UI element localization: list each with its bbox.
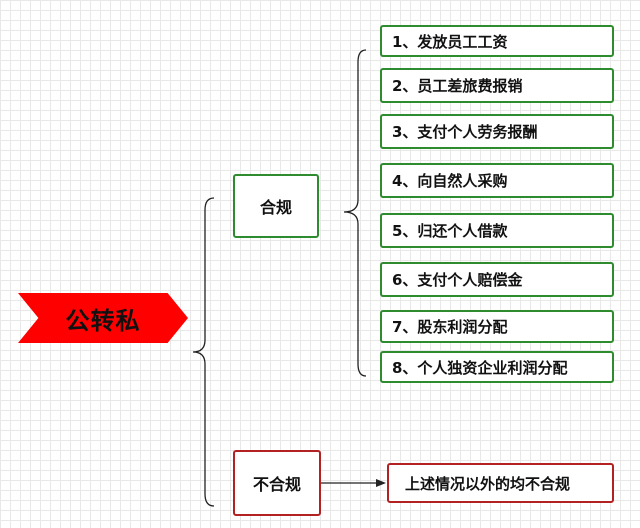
compliant-item-7: 7、股东利润分配 [380, 310, 614, 343]
compliant-brace [343, 49, 367, 377]
noncompliant-arrow-head [376, 479, 386, 487]
noncompliant-item: 上述情况以外的均不合规 [387, 463, 614, 503]
compliant-item-6: 6、支付个人赔偿金 [380, 262, 614, 297]
root-brace [192, 197, 215, 507]
compliant-item-3: 3、支付个人劳务报酬 [380, 114, 614, 149]
noncompliant-node: 不合规 [233, 450, 321, 516]
compliant-item-5: 5、归还个人借款 [380, 213, 614, 248]
compliant-item-8: 8、个人独资企业利润分配 [380, 351, 614, 383]
compliant-item-1: 1、发放员工工资 [380, 25, 614, 57]
compliant-node: 合规 [233, 174, 319, 238]
compliant-item-2: 2、员工差旅费报销 [380, 68, 614, 103]
compliant-item-4: 4、向自然人采购 [380, 163, 614, 198]
root-node: 公转私 [18, 293, 188, 343]
